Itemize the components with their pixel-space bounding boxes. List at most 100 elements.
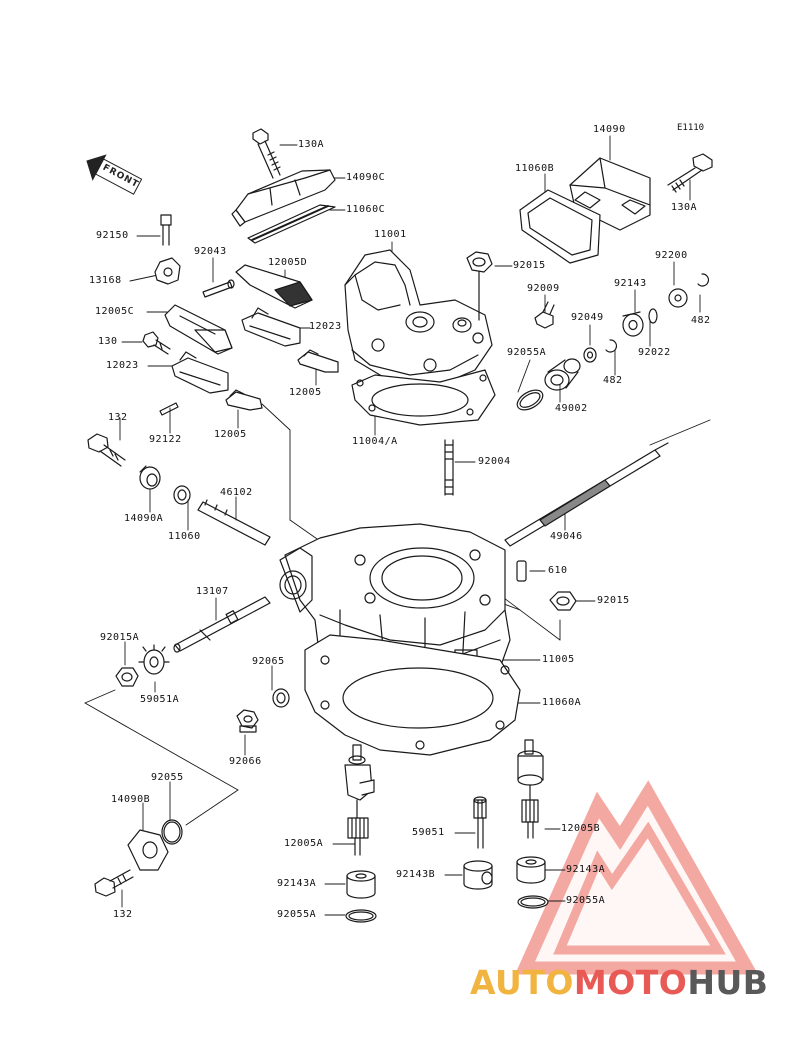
gasket-11004a xyxy=(351,369,496,426)
part-label: 46102 xyxy=(220,487,253,498)
bolt-132-top xyxy=(87,433,126,467)
oring-92055a-top xyxy=(516,389,544,411)
gasket-11060c xyxy=(247,204,336,244)
valve-12005d xyxy=(235,264,313,309)
part-label: 14090A xyxy=(124,513,164,524)
bolt-130a-top xyxy=(252,128,281,179)
bolt-92009 xyxy=(534,301,555,329)
collar-92143a-right xyxy=(516,856,546,884)
part-label: 130A xyxy=(671,202,698,213)
part-label: 14090 xyxy=(593,124,626,135)
clip-482-right xyxy=(697,273,710,287)
part-label: 92143B xyxy=(396,869,436,880)
washer-92200 xyxy=(668,288,688,308)
nut-92015a xyxy=(115,667,139,687)
valve-12005-low xyxy=(225,389,263,411)
part-label: 92049 xyxy=(571,312,604,323)
gear-59051a xyxy=(138,644,170,675)
part-label: 12005B xyxy=(561,823,601,834)
part-label: 130A xyxy=(298,139,325,150)
part-label: 11060B xyxy=(515,163,555,174)
gasket-11060 xyxy=(173,485,191,505)
pin-92043 xyxy=(202,279,235,298)
bolt-130a-right xyxy=(667,153,713,193)
oring-92055a-left xyxy=(345,909,377,923)
plug-92066 xyxy=(236,709,259,733)
holder-49002 xyxy=(544,358,581,391)
bolt-92150 xyxy=(160,214,172,246)
part-label: 12005 xyxy=(214,429,247,440)
diagram-code: E1110 xyxy=(677,123,705,133)
part-label: 92055A xyxy=(507,347,547,358)
part-label: 49002 xyxy=(555,403,588,414)
part-label: 92143A xyxy=(277,878,317,889)
part-label: 92004 xyxy=(478,456,511,467)
part-label: 11005 xyxy=(542,654,575,665)
part-label: 11060A xyxy=(542,697,582,708)
valve-12023-right xyxy=(241,307,301,347)
watermark-part-moto: MOTO xyxy=(573,963,688,1002)
part-label: 14090B xyxy=(111,794,151,805)
part-label: 59051A xyxy=(140,694,180,705)
rod-49046 xyxy=(504,442,669,547)
part-label: 92066 xyxy=(229,756,262,767)
part-label: 132 xyxy=(113,909,133,920)
part-label: 92143 xyxy=(614,278,647,289)
part-label: 482 xyxy=(691,315,711,326)
watermark-text: AUTOMOTOHUB xyxy=(470,963,768,1002)
part-label: 610 xyxy=(548,565,568,576)
watermark-part-hub: HUB xyxy=(687,963,769,1002)
oring-92055-left xyxy=(161,819,183,845)
washer-92022 xyxy=(648,308,658,324)
part-label: 11001 xyxy=(374,229,407,240)
shaft-13107 xyxy=(173,596,271,653)
part-label: 92150 xyxy=(96,230,129,241)
part-label: 13107 xyxy=(196,586,229,597)
bracket-13168 xyxy=(154,257,181,285)
watermark-part-auto: AUTO xyxy=(470,963,574,1002)
cap-14090b xyxy=(127,829,169,871)
dowel-610 xyxy=(516,560,527,582)
part-label: 482 xyxy=(603,375,623,386)
valve-12005c xyxy=(164,304,233,355)
valve-12005-mid xyxy=(297,349,339,373)
nut-92015-top xyxy=(466,251,493,321)
collar-92143b xyxy=(463,860,493,890)
part-label: 92055A xyxy=(277,909,317,920)
part-label: 92015A xyxy=(100,632,140,643)
part-label: 12005A xyxy=(284,838,324,849)
cover-14090c xyxy=(231,169,336,227)
part-label: 92015 xyxy=(513,260,546,271)
part-label: 13168 xyxy=(89,275,122,286)
washer-92049 xyxy=(583,347,597,363)
pin-92122 xyxy=(159,402,179,416)
part-label: 14090C xyxy=(346,172,386,183)
part-label: 92200 xyxy=(655,250,688,261)
stud-92004 xyxy=(444,439,454,496)
valve-12005a xyxy=(344,744,375,856)
clip-482-low xyxy=(605,339,618,353)
part-label: 132 xyxy=(108,412,128,423)
gear-59051 xyxy=(473,796,487,849)
seal-92143-top xyxy=(622,311,644,337)
valve-12005b xyxy=(517,739,544,839)
cap-14090a xyxy=(139,465,161,490)
rod-46102 xyxy=(197,499,271,546)
part-label: 12005 xyxy=(289,387,322,398)
part-label: 92043 xyxy=(194,246,227,257)
part-label: 130 xyxy=(98,336,118,347)
collar-92143a-left xyxy=(346,870,376,899)
part-label: 12023 xyxy=(309,321,342,332)
nut-92015-mid xyxy=(549,591,577,611)
bolt-130 xyxy=(142,331,171,355)
part-label: 92055 xyxy=(151,772,184,783)
part-label: 92009 xyxy=(527,283,560,294)
part-label: 92055A xyxy=(566,895,606,906)
gasket-11060b xyxy=(519,189,601,264)
oring-92055a-right xyxy=(517,895,549,909)
part-label: 12023 xyxy=(106,360,139,371)
part-label: 12005D xyxy=(268,257,308,268)
gasket-11060a xyxy=(304,634,521,756)
part-label: 59051 xyxy=(412,827,445,838)
